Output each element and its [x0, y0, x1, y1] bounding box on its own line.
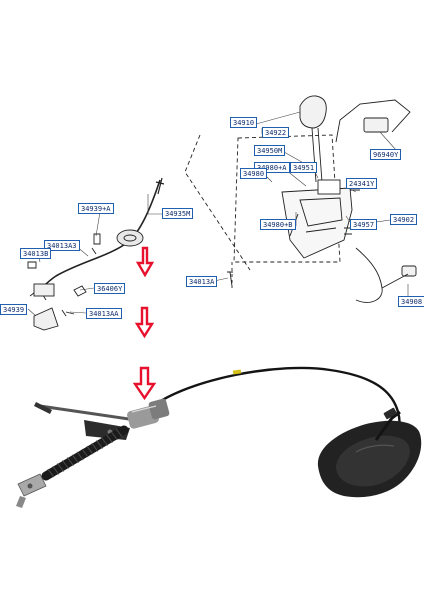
- cable-rod-tip: [34, 402, 52, 414]
- exploded-parts-drawing: [27, 95, 417, 331]
- part-label-34980+B: 34980+B: [260, 219, 296, 230]
- shift-cable-upper-sheath: [155, 177, 165, 195]
- part-label-34013A3: 34013A3: [44, 240, 80, 251]
- part-label-34922: 34922: [262, 127, 290, 138]
- part-label-34939+A: 34939+A: [78, 203, 114, 214]
- shift-bezel-wire: [335, 99, 411, 143]
- part-label-34980: 34980: [240, 168, 268, 179]
- part-label-34980+A: 34980+A: [254, 162, 290, 173]
- part-label-34939: 34939: [0, 304, 28, 315]
- end-fork-tab: [16, 496, 26, 508]
- red-down-arrow-icon-1: [135, 246, 155, 278]
- red-down-arrow-icon-2: [134, 306, 155, 339]
- cable-screw: [61, 309, 75, 317]
- boot-clip: [383, 407, 397, 420]
- part-label-34910: 34910: [230, 117, 258, 128]
- part-label-34013AA: 34013AA: [86, 308, 122, 319]
- part-label-34951: 34951: [290, 162, 318, 173]
- shifter-gate-block: [317, 179, 341, 195]
- shift-bezel-module: [363, 117, 389, 133]
- cable-nut: [27, 261, 37, 269]
- rubber-boot-highlight: [355, 444, 395, 453]
- part-label-36406Y: 36406Y: [94, 283, 126, 294]
- cable-clip: [73, 285, 87, 297]
- part-label-24341Y: 24341Y: [346, 178, 378, 189]
- cable-bracket: [33, 307, 59, 331]
- boot-cable-entry: [374, 410, 401, 441]
- rubber-boot-inner: [336, 435, 410, 487]
- part-label-34902: 34902: [390, 214, 418, 225]
- sleeve-shine: [131, 405, 157, 413]
- cable-end-fitting: [33, 283, 55, 297]
- end-fork-hole: [27, 483, 33, 489]
- cable-grommet-upper: [116, 229, 144, 247]
- cable-pin: [91, 233, 101, 255]
- part-label-34957: 34957: [350, 219, 378, 230]
- cable-photo: [16, 366, 422, 508]
- part-label-34013A: 34013A: [186, 276, 218, 287]
- part-label-96940Y: 96940Y: [370, 149, 402, 160]
- cable-grommet-upper-inner: [123, 234, 137, 242]
- part-label-34013B: 34013B: [20, 248, 52, 259]
- dashed-leader-left: [184, 134, 251, 271]
- red-down-arrow-icon-3: [132, 366, 157, 401]
- metal-sleeve-2: [148, 398, 170, 420]
- part-label-34935M: 34935M: [162, 208, 194, 219]
- cable-rod: [39, 404, 137, 422]
- bolt-lower: [227, 271, 233, 287]
- part-label-34950M: 34950M: [254, 145, 286, 156]
- lock-cable-end: [401, 265, 417, 277]
- shift-knob: [299, 95, 327, 129]
- cable-bellows-ribs: [47, 428, 123, 478]
- cable-marker-band: [232, 369, 242, 375]
- lock-cable-wire: [355, 247, 383, 303]
- red-arrows: [132, 246, 157, 401]
- part-label-34908: 34908: [398, 296, 424, 307]
- lock-cable-tail: [381, 273, 409, 289]
